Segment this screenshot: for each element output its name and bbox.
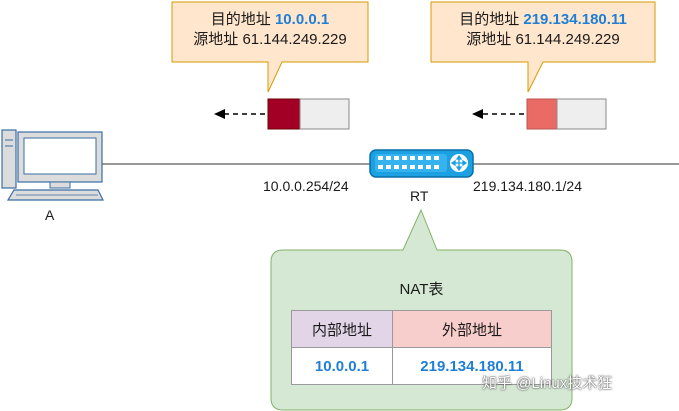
nat-table: 内部地址 外部地址 10.0.0.1 219.134.180.11 bbox=[291, 310, 552, 385]
nat-cell-external: 219.134.180.11 bbox=[392, 347, 552, 385]
nat-header-internal: 内部地址 bbox=[291, 310, 393, 348]
right-callout-src-line: 源地址 61.144.249.229 bbox=[466, 31, 620, 48]
right-callout-dst-value: 219.134.180.11 bbox=[523, 11, 627, 28]
left-callout-dst-value: 10.0.0.1 bbox=[274, 11, 330, 28]
watermark: 知乎 @Linux技术狂 bbox=[482, 375, 613, 392]
left-callout-dst-prefix: 目的地址 bbox=[210, 11, 275, 28]
right-packet-arrow bbox=[472, 109, 524, 119]
left-callout-text: 目的地址 10.0.0.1 源地址 61.144.249.229 bbox=[172, 10, 368, 50]
table-row: 10.0.0.1 219.134.180.11 bbox=[291, 347, 552, 385]
nat-table-header-row: 内部地址 外部地址 bbox=[291, 310, 552, 348]
left-callout-bubble bbox=[171, 1, 369, 93]
router-icon bbox=[369, 149, 474, 178]
nat-table-title: NAT表 bbox=[399, 281, 444, 298]
right-callout-bubble bbox=[430, 1, 656, 93]
left-packet bbox=[267, 98, 350, 130]
router-label: RT bbox=[410, 188, 429, 204]
right-callout-dst-prefix: 目的地址 bbox=[459, 11, 524, 28]
right-packet bbox=[526, 98, 607, 130]
nat-header-external: 外部地址 bbox=[392, 310, 552, 348]
left-callout-src-line: 源地址 61.144.249.229 bbox=[193, 31, 347, 48]
nat-cell-internal: 10.0.0.1 bbox=[291, 347, 393, 385]
left-interface-label: 10.0.0.254/24 bbox=[263, 178, 349, 194]
computer-icon bbox=[1, 129, 104, 201]
host-label: A bbox=[45, 207, 55, 223]
right-interface-label: 219.134.180.1/24 bbox=[473, 178, 582, 194]
right-callout-text: 目的地址 219.134.180.11 源地址 61.144.249.229 bbox=[431, 10, 655, 50]
left-packet-arrow bbox=[214, 109, 265, 119]
